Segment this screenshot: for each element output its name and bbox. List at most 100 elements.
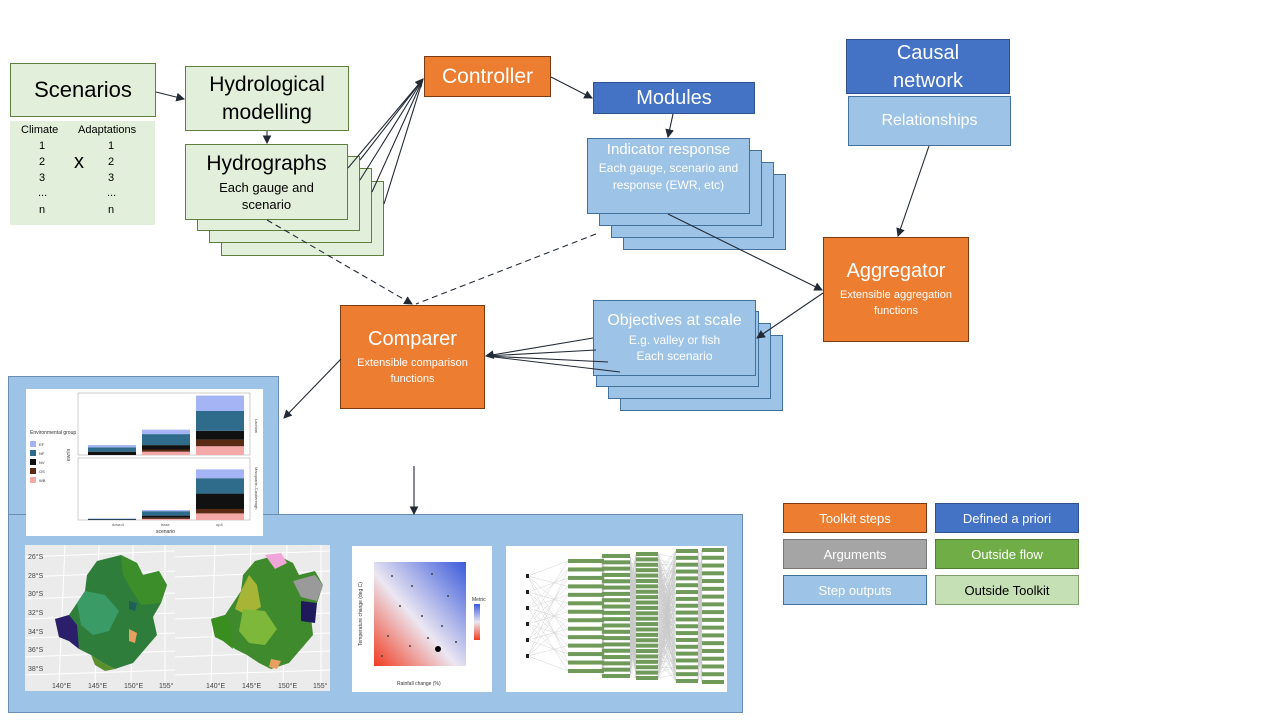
network-node bbox=[526, 654, 529, 658]
network-node bbox=[568, 626, 604, 631]
network-edge bbox=[697, 643, 703, 682]
relationships-box: Relationships bbox=[848, 96, 1011, 146]
network-edge bbox=[527, 639, 569, 655]
hydro-modelling-title: Hydrological modelling bbox=[209, 72, 325, 124]
map-left-orange bbox=[129, 629, 137, 643]
map-thumbnail: 26°S 28°S 30°S 32°S 34°S 36°S 38°S 140°E… bbox=[25, 545, 330, 691]
network-edge bbox=[657, 612, 677, 679]
arrow-controller-to-modules bbox=[550, 76, 593, 99]
climate-n: n bbox=[39, 204, 46, 216]
network-node bbox=[702, 610, 724, 615]
heatmap-svg: Metric Rainfall change (%) Temperature c… bbox=[358, 562, 486, 687]
network-node bbox=[568, 567, 604, 572]
network-node bbox=[568, 652, 604, 657]
network-edge bbox=[527, 575, 569, 638]
network-node bbox=[602, 604, 630, 609]
network-node bbox=[676, 562, 698, 567]
bar-segment bbox=[196, 469, 244, 479]
network-node bbox=[568, 601, 604, 606]
network-edge bbox=[629, 562, 637, 565]
aggregator-subtitle: Extensible aggregation functions bbox=[840, 289, 952, 317]
network-edge bbox=[527, 577, 569, 641]
scenarios-table: Climate Adaptations 1 2 3 ... n x 1 2 3 … bbox=[10, 121, 155, 225]
network-edge bbox=[657, 667, 677, 673]
bar-segment bbox=[142, 518, 190, 520]
network-node bbox=[602, 579, 630, 584]
climate-ellipsis: ... bbox=[38, 187, 48, 199]
network-node bbox=[636, 676, 658, 680]
controller-box: Controller bbox=[424, 56, 551, 97]
network-edge bbox=[697, 596, 703, 682]
network-node bbox=[602, 648, 630, 653]
network-node bbox=[602, 629, 630, 634]
bar-legend-swatch bbox=[30, 477, 36, 483]
network-edge bbox=[527, 591, 569, 655]
network-node bbox=[676, 590, 698, 595]
adapt-2: 2 bbox=[108, 156, 115, 168]
hydrographs-subtitle: Each gauge and scenario bbox=[219, 179, 314, 212]
network-node bbox=[526, 590, 529, 594]
heatmap-highlight bbox=[435, 646, 441, 652]
bar-segment bbox=[196, 493, 244, 509]
network-edge bbox=[697, 549, 703, 558]
network-node bbox=[602, 572, 630, 577]
comparer-box: Comparer Extensible comparison functions bbox=[340, 305, 485, 409]
network-edge bbox=[657, 578, 677, 662]
network-node bbox=[636, 670, 658, 675]
map-right-pink bbox=[265, 553, 287, 569]
network-node bbox=[636, 627, 658, 632]
network-node bbox=[636, 638, 658, 643]
hydrographs-box: Hydrographs Each gauge and scenario bbox=[185, 144, 348, 220]
network-edge bbox=[657, 618, 677, 627]
network-edge bbox=[527, 611, 569, 625]
network-node bbox=[636, 643, 658, 648]
bar-segment bbox=[196, 411, 244, 431]
bar-segment bbox=[142, 449, 190, 452]
network-edge bbox=[657, 605, 677, 673]
network-edge bbox=[527, 591, 569, 629]
objectives-title: Objectives at scale bbox=[607, 312, 742, 329]
network-node bbox=[676, 569, 698, 574]
arrow-relationships-to-aggregator bbox=[896, 145, 930, 238]
map-lon-5: 140°E bbox=[206, 682, 225, 690]
network-node bbox=[702, 672, 724, 677]
causal-network-box: Causal network bbox=[846, 39, 1010, 94]
network-node bbox=[602, 610, 630, 615]
network-node bbox=[602, 591, 630, 596]
network-edge bbox=[527, 594, 569, 657]
bar-legend-label: WB bbox=[39, 478, 46, 483]
map-lon-2: 145°E bbox=[88, 682, 107, 690]
network-edge bbox=[657, 571, 677, 679]
bar-x-label: scenario bbox=[156, 529, 175, 535]
network-edge bbox=[657, 550, 677, 652]
bar-segment bbox=[196, 509, 244, 514]
network-node bbox=[602, 566, 630, 571]
network-edge bbox=[527, 628, 569, 641]
network-edge bbox=[527, 645, 569, 657]
heatmap-thumbnail: Metric Rainfall change (%) Temperature c… bbox=[352, 546, 492, 692]
controller-title: Controller bbox=[441, 64, 534, 88]
network-edge bbox=[657, 626, 677, 673]
network-node bbox=[676, 651, 698, 656]
arrow-scenarios-to-modelling bbox=[155, 91, 186, 102]
network-edge bbox=[657, 550, 677, 679]
network-node bbox=[676, 576, 698, 581]
map-right-navy bbox=[301, 601, 317, 623]
network-node bbox=[568, 635, 604, 640]
scenarios-box: Scenarios bbox=[10, 63, 156, 117]
network-edge bbox=[527, 655, 569, 672]
objectives-line1: E.g. valley or fish bbox=[628, 333, 721, 347]
legend-toolkit-steps-label: Toolkit steps bbox=[819, 510, 891, 526]
network-edge bbox=[527, 603, 569, 641]
network-node bbox=[636, 552, 658, 556]
network-node bbox=[702, 548, 724, 552]
bar-x-tick-1: down4 bbox=[112, 522, 125, 527]
legend-defined-a-priori-label: Defined a priori bbox=[962, 510, 1052, 526]
bars-top bbox=[88, 395, 244, 455]
map-left-west bbox=[55, 615, 79, 649]
network-edge bbox=[657, 571, 677, 625]
network-node bbox=[636, 659, 658, 664]
network-node bbox=[702, 664, 724, 669]
map-lat-6: 36°S bbox=[28, 646, 44, 654]
network-edge bbox=[527, 575, 569, 612]
